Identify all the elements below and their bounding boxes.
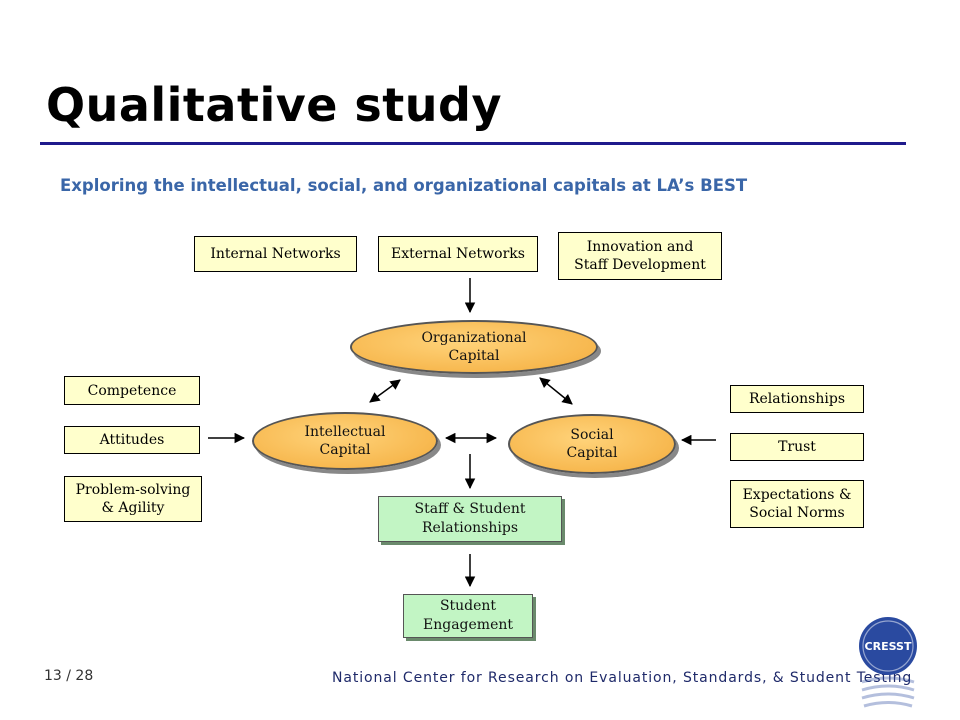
slide-title: Qualitative study <box>46 78 502 132</box>
box-relationships: Relationships <box>730 385 864 413</box>
arrow-organizational-intellectual <box>369 379 401 403</box>
logo-text: CRESST <box>865 640 912 653</box>
box-student-engagement: Student Engagement <box>403 594 533 638</box>
box-external-networks: External Networks <box>378 236 538 272</box>
box-competence: Competence <box>64 376 200 405</box>
footer-organization: National Center for Research on Evaluati… <box>332 670 913 686</box>
box-staff-student-relationships: Staff & Student Relationships <box>378 496 562 542</box>
box-attitudes: Attitudes <box>64 426 200 454</box>
box-expectations-social-norms: Expectations & Social Norms <box>730 480 864 528</box>
title-underline <box>40 142 906 145</box>
box-internal-networks: Internal Networks <box>194 236 357 272</box>
oval-social-capital: Social Capital <box>508 414 676 474</box>
box-innovation-staff-development: Innovation and Staff Development <box>558 232 722 280</box>
slide-subtitle: Exploring the intellectual, social, and … <box>60 176 748 195</box>
oval-organizational-capital: Organizational Capital <box>350 320 598 374</box>
cresst-logo: CRESST <box>859 617 917 708</box>
box-problem-solving-agility: Problem-solving & Agility <box>64 476 202 522</box>
arrow-organizational-social <box>539 377 573 405</box>
box-trust: Trust <box>730 433 864 461</box>
oval-intellectual-capital: Intellectual Capital <box>252 412 438 470</box>
page-number: 13 / 28 <box>44 668 94 684</box>
